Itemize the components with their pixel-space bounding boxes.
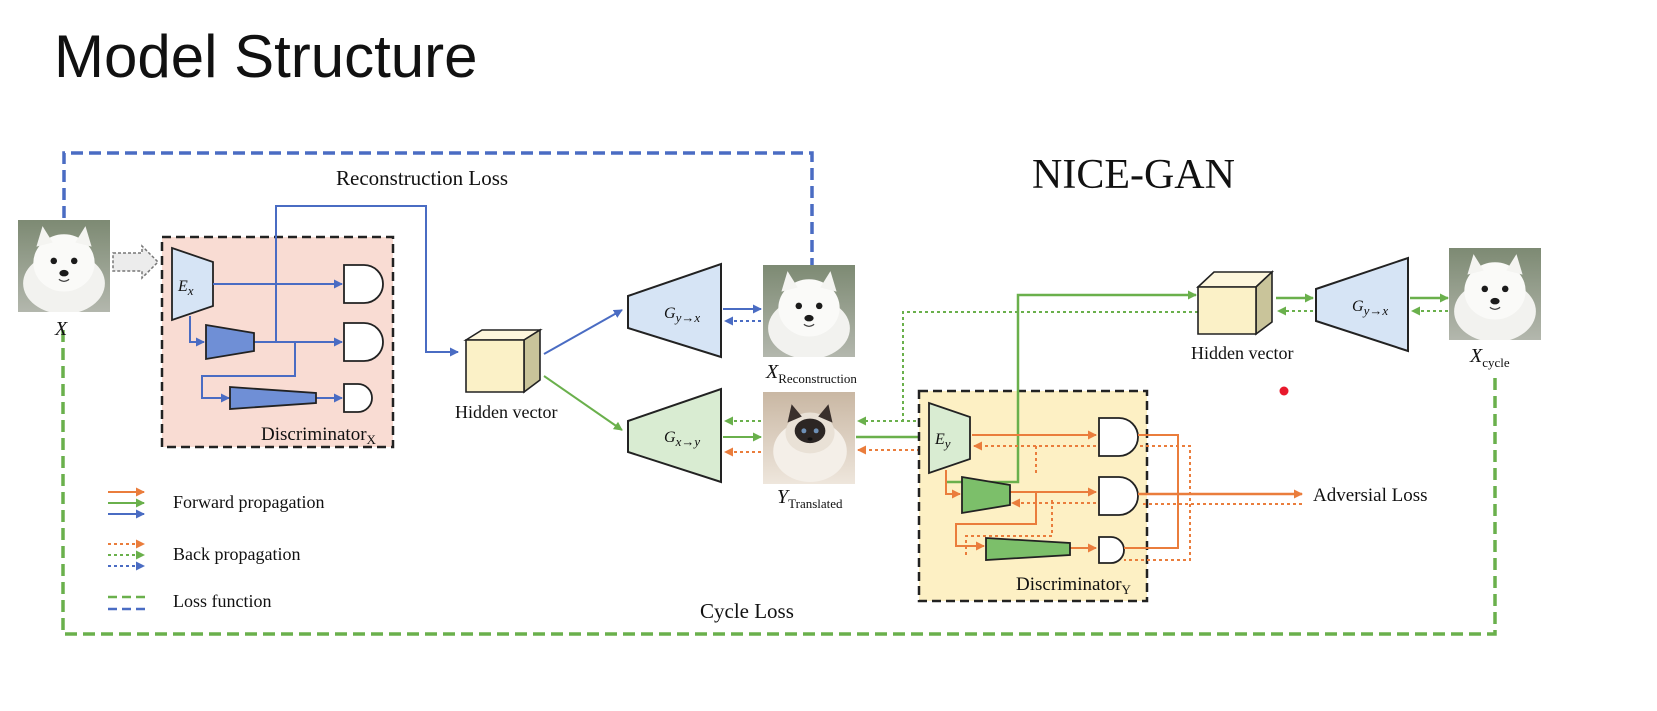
disc-x-conv-1 — [205, 323, 255, 361]
disc-y-out-merge-back — [1124, 445, 1191, 561]
disc-y-arrow-4-back — [965, 500, 1053, 558]
input-image-x — [18, 220, 110, 312]
white-puppy-photo-icon — [763, 265, 855, 357]
disc-x-conv-2 — [229, 386, 317, 410]
legend-forward-swatch — [108, 487, 145, 519]
discriminator-x-label: DiscriminatorX — [261, 424, 377, 447]
disc-y-arrow-2 — [945, 470, 961, 499]
generator-top-label: Gy→x — [664, 305, 700, 325]
white-puppy-photo-icon — [18, 220, 110, 312]
encoder-y-label: Ey — [934, 431, 951, 451]
disc-x-arrow-2 — [189, 316, 205, 347]
hidden-vector-left-label: Hidden vector — [455, 402, 557, 422]
reconstruction-loss-label: Reconstruction Loss — [336, 166, 508, 190]
disc-y-conv-1 — [961, 475, 1011, 515]
legend-loss-label: Loss function — [173, 591, 272, 611]
disc-x-output-3 — [343, 383, 373, 413]
pointer-dot — [1279, 386, 1289, 396]
reconstruction-loss-line — [62, 151, 814, 265]
disc-x-output-1 — [343, 264, 384, 304]
white-puppy-photo-icon — [1449, 248, 1541, 340]
disc-y-output-3 — [1098, 536, 1125, 564]
legend: Forward propagation Back propagation Los… — [108, 487, 324, 611]
encoder-to-hidden-arrow — [275, 205, 459, 357]
image-x-reconstruction-label: XReconstruction — [765, 361, 857, 386]
hidden-vector-right — [1195, 270, 1275, 336]
slide-title: Model Structure — [54, 23, 478, 90]
legend-back-swatch — [108, 539, 145, 571]
encoder-x — [171, 246, 214, 322]
diagram-title: NICE-GAN — [1032, 152, 1235, 198]
generator-bottom-label: Gx→y — [664, 429, 700, 449]
disc-y-out-merge — [1124, 434, 1179, 549]
cycle-loss-label: Cycle Loss — [700, 599, 794, 623]
image-x-reconstruction — [763, 265, 855, 357]
disc-x-output-2 — [343, 322, 384, 362]
hidden-to-gen-bottom-arrow — [543, 375, 623, 431]
legend-loss-swatch — [108, 595, 146, 611]
image-x-label: X — [54, 318, 68, 340]
generator-x-to-y-bottom — [627, 387, 722, 484]
hidden-vector-right-label: Hidden vector — [1191, 343, 1293, 363]
disc-y-conv-2 — [985, 537, 1071, 561]
legend-forward-label: Forward propagation — [173, 492, 324, 512]
encoder-y — [928, 401, 971, 475]
cat-photo-icon — [763, 392, 855, 484]
image-y-translated — [763, 392, 855, 484]
disc-y-output-1 — [1098, 417, 1139, 457]
image-y-translated-label: YTranslated — [777, 486, 843, 511]
hidden-to-gen-top-arrow — [543, 309, 623, 355]
image-x-cycle-label: Xcycle — [1469, 345, 1510, 370]
hidden-right-back-dotted — [902, 311, 1198, 421]
input-hollow-arrow — [112, 244, 160, 280]
generator-y-to-x-top — [627, 262, 722, 359]
generator-y-to-x-right — [1315, 256, 1409, 353]
adversarial-loss-label: Adversial Loss — [1313, 485, 1428, 506]
image-x-cycle — [1449, 248, 1541, 340]
encoder-x-label: Ex — [177, 278, 194, 298]
legend-back-label: Back propagation — [173, 544, 300, 564]
generator-right-label: Gy→x — [1352, 298, 1388, 318]
hidden-vector-left — [463, 328, 543, 394]
disc-y-output-2 — [1098, 476, 1139, 516]
cycle-loss-line — [61, 330, 1497, 636]
discriminator-y-label: DiscriminatorY — [1016, 574, 1132, 597]
disc-x-arrow-4 — [201, 342, 296, 403]
